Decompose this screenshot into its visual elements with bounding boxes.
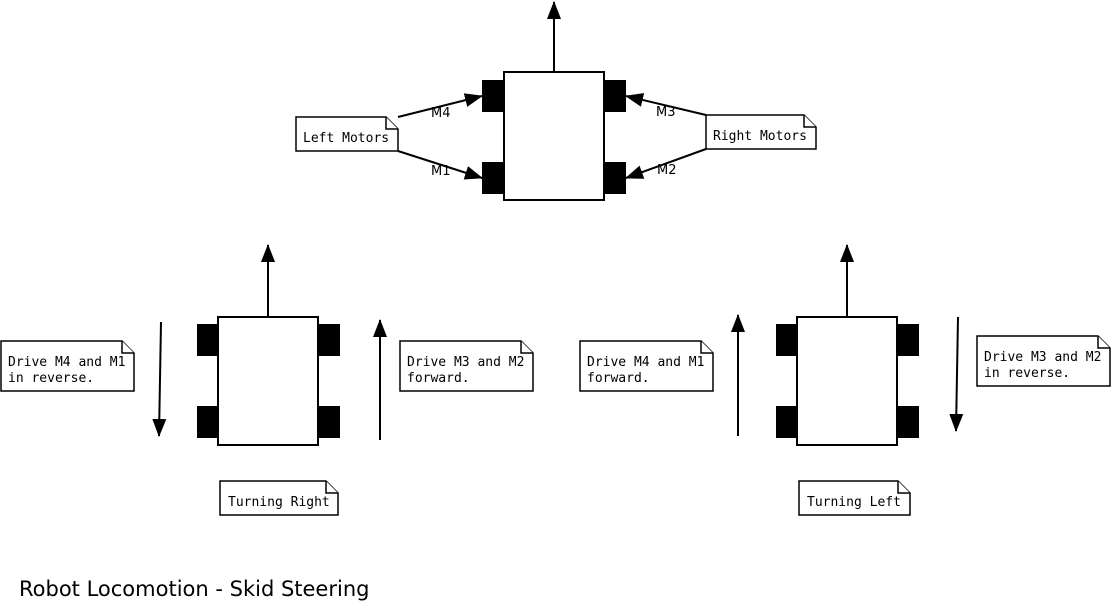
turning-left-right-note: Drive M3 and M2 in reverse.: [976, 335, 1111, 387]
wheel-m2: [604, 162, 626, 194]
arrow-to-m2: [625, 148, 707, 179]
right-motors-label: Right Motors: [713, 129, 807, 144]
right-motors-note: Right Motors: [705, 114, 817, 150]
wheel-m1: [197, 406, 218, 438]
wheel-m3: [604, 80, 626, 112]
note-line-1: Drive M3 and M2: [984, 350, 1101, 365]
wheel-m3: [318, 324, 340, 356]
turning-right-left-note: Drive M4 and M1 in reverse.: [0, 340, 135, 392]
caption-label: Turning Right: [228, 495, 330, 510]
robot-body: [503, 71, 605, 201]
note-line-1: Drive M3 and M2: [407, 355, 524, 370]
robot-body: [217, 316, 319, 446]
reverse-arrow: [949, 316, 964, 432]
arrow-to-m3: [625, 93, 707, 116]
diagram-title: Robot Locomotion - Skid Steering: [19, 577, 369, 601]
turning-left-caption: Turning Left: [798, 480, 911, 516]
m2-label: M2: [657, 163, 677, 178]
turning-right-robot: Drive M4 and M1 in reverse. Drive M3 and…: [0, 244, 534, 516]
note-line-1: Drive M4 and M1: [8, 355, 125, 370]
wheel-m4: [776, 324, 797, 356]
turning-right-right-note: Drive M3 and M2 forward.: [399, 340, 534, 392]
wheel-m1: [482, 162, 504, 194]
turning-left-robot: Drive M4 and M1 forward. Drive M3 and M2…: [579, 244, 1111, 516]
note-line-2: forward.: [587, 371, 650, 386]
turning-left-left-note: Drive M4 and M1 forward.: [579, 340, 714, 392]
wheel-m3: [897, 324, 919, 356]
m4-label: M4: [431, 106, 451, 121]
wheel-m1: [776, 406, 797, 438]
left-motors-note: Left Motors: [295, 116, 399, 152]
note-line-2: in reverse.: [8, 371, 94, 386]
note-line-2: forward.: [407, 371, 470, 386]
arrow-to-m1: [397, 150, 483, 180]
wheel-m2: [897, 406, 919, 438]
left-motors-label: Left Motors: [303, 131, 389, 146]
m1-label: M1: [431, 164, 451, 179]
robot-body: [796, 316, 898, 446]
note-line-2: in reverse.: [984, 366, 1070, 381]
top-robot: Left Motors Right Motors M4 M1 M3 M2: [295, 1, 817, 201]
wheel-m4: [197, 324, 218, 356]
caption-label: Turning Left: [807, 495, 901, 510]
reverse-arrow: [152, 321, 167, 437]
wheel-m2: [318, 406, 340, 438]
arrow-to-m4: [397, 93, 483, 118]
note-line-1: Drive M4 and M1: [587, 355, 704, 370]
turning-right-caption: Turning Right: [219, 480, 339, 516]
wheel-m4: [482, 80, 504, 112]
m3-label: M3: [656, 105, 676, 120]
